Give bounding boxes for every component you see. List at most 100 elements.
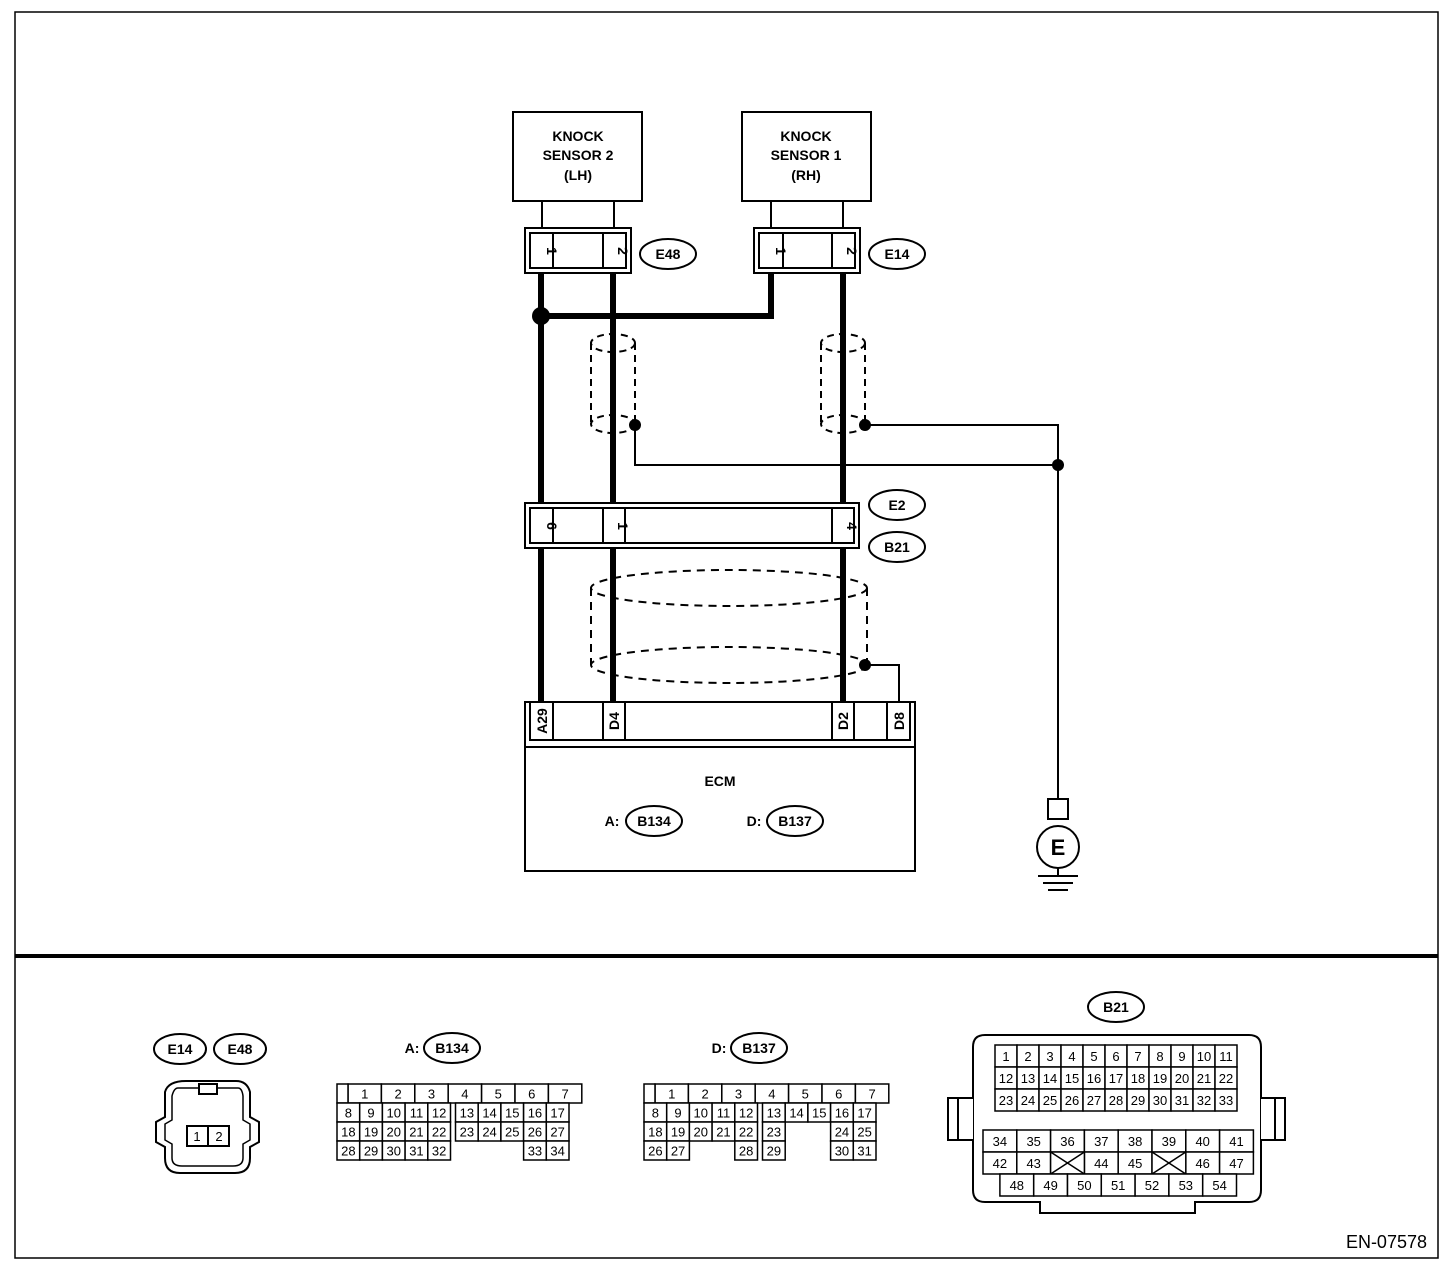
splice-point-4 (1052, 459, 1064, 471)
b21-pin-29: 29 (1131, 1093, 1145, 1108)
face_b134-pin-1: 1 (361, 1087, 368, 1102)
face-b134-badge: B134 (435, 1040, 469, 1056)
face_b134-pin-4: 4 (461, 1087, 468, 1102)
face_b134-pin-11: 11 (410, 1106, 424, 1121)
b21-pin-50: 50 (1077, 1178, 1091, 1193)
face_b134-pin-16: 16 (528, 1106, 542, 1121)
ecm-prefix-d: D: (747, 813, 762, 829)
b21-blank-slot-1-cross (1050, 1151, 1085, 1175)
face_b137-pin-31-cell (852, 1140, 877, 1161)
face_b134-pin-30: 30 (387, 1144, 401, 1159)
face_b134-pin-25: 25 (505, 1125, 519, 1140)
face_b137-pin-28: 28 (739, 1144, 753, 1159)
face_b137-pin-15: 15 (812, 1106, 826, 1121)
b21-pin-54-cell (1201, 1173, 1238, 1197)
wires-e2-to-ecm (538, 548, 900, 702)
face_b134-pin-19: 19 (364, 1125, 378, 1140)
face_b137-pin-10: 10 (694, 1106, 708, 1121)
ecm-prefix-a: A: (605, 813, 620, 829)
face_b137-pin-5: 5 (802, 1087, 809, 1102)
b21-pin-4: 4 (1068, 1049, 1075, 1064)
face_b137-pin-24: 24 (835, 1125, 849, 1140)
e14-badge: E14 (885, 246, 910, 262)
face_b137-pin-29: 29 (767, 1144, 781, 1159)
face_b137-pin-11: 11 (717, 1106, 731, 1121)
face_b137-pin-27: 27 (671, 1144, 685, 1159)
face-b137-badge: B137 (742, 1040, 776, 1056)
b21-pin-23: 23 (999, 1093, 1013, 1108)
face_b137-pin-6: 6 (835, 1087, 842, 1102)
sensor1-line3: (RH) (791, 167, 821, 183)
b21-badge: B21 (884, 539, 910, 555)
b21-pin-9: 9 (1178, 1049, 1185, 1064)
b21-pin-34: 34 (993, 1134, 1007, 1149)
b21-pin-30: 30 (1153, 1093, 1167, 1108)
face_b134-pin-28: 28 (341, 1144, 355, 1159)
b21-pin-6: 6 (544, 522, 560, 530)
b21-pin-49: 49 (1043, 1178, 1057, 1193)
face_b134-pin-17: 17 (550, 1106, 564, 1121)
b21-pin-22: 22 (1219, 1071, 1233, 1086)
sensor2-line1: KNOCK (552, 128, 603, 144)
face_b134-pin-15: 15 (505, 1106, 519, 1121)
b21-pin-27: 27 (1087, 1093, 1101, 1108)
face-b137-prefix: D: (712, 1040, 727, 1056)
face_b134-pin-8: 8 (345, 1106, 352, 1121)
b21-pin-17: 17 (1109, 1071, 1123, 1086)
b21-pin-3: 3 (1046, 1049, 1053, 1064)
face_b137-pin-26: 26 (648, 1144, 662, 1159)
shield-large (590, 569, 868, 684)
b21-pin-14: 14 (1043, 1071, 1057, 1086)
face_b137-pin-28-cell (734, 1140, 759, 1161)
sensor2-line3: (LH) (564, 167, 592, 183)
face_b137-pin-7: 7 (868, 1087, 875, 1102)
knock-sensor-1-rh: KNOCK SENSOR 1 (RH) (741, 111, 872, 230)
b21-pin-46: 46 (1195, 1156, 1209, 1171)
face_b134-pin-7: 7 (561, 1087, 568, 1102)
face_b137-pin-25: 25 (857, 1125, 871, 1140)
b21-pin-7: 7 (1134, 1049, 1141, 1064)
b21-pin-10: 10 (1197, 1049, 1211, 1064)
splice-point-5 (859, 659, 871, 671)
ecm-pin-d4: D4 (606, 712, 622, 730)
connector-face-e14-e48: E14 E48 1 2 (153, 1033, 267, 1174)
face_b134-pin-24: 24 (482, 1125, 496, 1140)
wires-sensor-to-e2 (538, 273, 1059, 800)
figure-code: EN-07578 (1346, 1232, 1427, 1252)
face_b137-stub-cell (643, 1083, 656, 1104)
face_b134-pin-10: 10 (387, 1106, 401, 1121)
face_b137-pin-22: 22 (739, 1125, 753, 1140)
b21-pin-1: 1 (615, 522, 631, 530)
b21-pin-36: 36 (1060, 1134, 1074, 1149)
splice-point-1 (532, 307, 550, 325)
face-e14-badge: E14 (168, 1041, 193, 1057)
b21-pin-44: 44 (1094, 1156, 1108, 1171)
face_b137-pin-1: 1 (668, 1087, 675, 1102)
outer-frame (14, 11, 1439, 1259)
face_b137-pin-14: 14 (789, 1106, 803, 1121)
connector-e14: 1 2 E14 (753, 227, 926, 274)
ecm-pin-d8: D8 (891, 712, 907, 730)
b21-pin-18: 18 (1131, 1071, 1145, 1086)
face_b137-pin-27-cell (665, 1140, 691, 1161)
ground-label: E (1051, 835, 1066, 860)
ecm-conn-b137: B137 (778, 813, 812, 829)
face-e48-badge: E48 (228, 1041, 253, 1057)
b21-pin-53: 53 (1179, 1178, 1193, 1193)
knock-sensor-2-lh: KNOCK SENSOR 2 (LH) (512, 111, 643, 230)
b21-pin-43: 43 (1026, 1156, 1040, 1171)
e2-badge: E2 (888, 497, 905, 513)
face-e14-pin-2: 2 (215, 1129, 222, 1144)
b21-pin-42: 42 (993, 1156, 1007, 1171)
b21-pin-48: 48 (1010, 1178, 1024, 1193)
ecm-pin-a29: A29 (534, 708, 550, 734)
b21-pin-35: 35 (1026, 1134, 1040, 1149)
b21-pin-38: 38 (1128, 1134, 1142, 1149)
face_b137-pin-31: 31 (857, 1144, 871, 1159)
